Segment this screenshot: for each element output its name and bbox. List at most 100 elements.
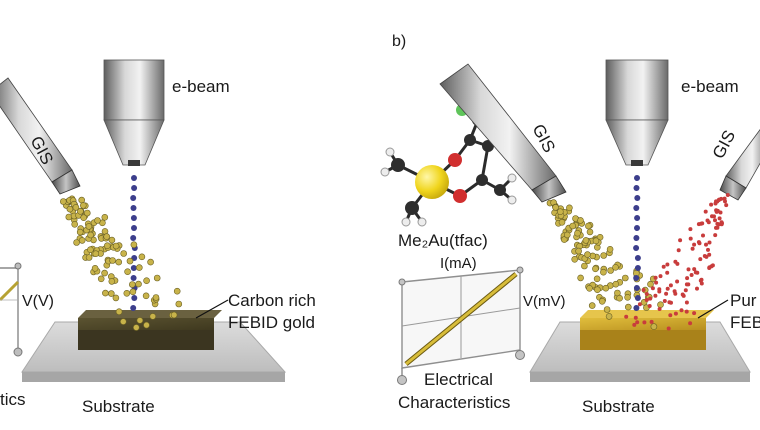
oxygen-particle — [685, 276, 690, 281]
precursor-particle — [108, 278, 116, 285]
precursor-particle — [115, 258, 122, 266]
precursor-particle — [592, 237, 600, 245]
precursor-particle — [592, 265, 599, 273]
electron-dot — [130, 215, 137, 221]
oxygen-particle — [723, 199, 727, 204]
precursor-particle — [77, 208, 84, 215]
left-ebeam-label: e-beam — [172, 77, 230, 96]
precursor-particle — [586, 228, 594, 236]
oxygen-particle — [642, 320, 647, 325]
precursor-particle — [120, 318, 127, 325]
oxygen-particle — [641, 288, 646, 292]
oxygen-particle — [713, 233, 718, 238]
right-gis-right-label: GIS — [709, 127, 740, 162]
left-ebeam-column — [103, 59, 165, 166]
left-substrate-label: Substrate — [82, 397, 155, 416]
oxygen-particle — [676, 248, 681, 253]
precursor-particle — [577, 274, 584, 282]
oxygen-particle — [698, 257, 703, 262]
oxygen-particle — [707, 240, 712, 245]
precursor-particle — [112, 294, 120, 302]
precursor-particle — [607, 267, 614, 274]
precursor-particle — [72, 204, 80, 211]
precursor-particle — [585, 222, 592, 230]
oxygen-particle — [624, 314, 629, 319]
precursor-particle — [78, 237, 86, 244]
oxygen-particle — [665, 286, 670, 291]
oxygen-particle — [673, 259, 678, 264]
oxygen-particle — [668, 283, 673, 288]
electron-dot — [130, 265, 137, 271]
electron-dot — [130, 195, 137, 201]
precursor-particle — [85, 223, 93, 230]
oxygen-particle — [684, 300, 689, 305]
electron-dot — [633, 285, 640, 291]
precursor-particle — [109, 257, 116, 264]
oxygen-particle — [699, 277, 704, 282]
precursor-particle — [80, 202, 87, 209]
precursor-particle — [130, 241, 138, 248]
oxygen-particle — [661, 264, 666, 269]
electron-dot — [633, 235, 640, 241]
electron-dot — [633, 185, 640, 191]
left-deposit-label-line1: Carbon rich — [228, 291, 316, 310]
oxygen-particle — [662, 299, 667, 303]
oxygen-particle — [699, 281, 704, 286]
precursor-particle — [569, 222, 577, 230]
precursor-particle — [577, 217, 584, 224]
precursor-particle — [556, 208, 564, 215]
precursor-particle — [112, 242, 120, 250]
electron-dot — [633, 275, 640, 281]
oxygen-particle — [632, 322, 637, 327]
oxygen-particle — [686, 282, 691, 287]
right-axis-v-label: V(mV) — [523, 293, 566, 310]
precursor-particle — [120, 250, 127, 257]
oxygen-particle — [637, 302, 642, 307]
oxygen-particle — [653, 293, 658, 298]
right-electron-beam — [633, 175, 641, 311]
oxygen-particle — [688, 321, 693, 326]
oxygen-particle — [720, 221, 724, 226]
oxygen-particle — [675, 279, 680, 284]
oxygen-particle — [678, 238, 683, 243]
oxygen-particle — [717, 216, 722, 221]
oxygen-particle — [713, 218, 717, 223]
right-substrate-label: Substrate — [582, 397, 655, 416]
precursor-particle — [657, 301, 664, 309]
right-deposit-label-line2: FEB — [730, 313, 760, 332]
precursor-particle — [85, 254, 93, 261]
oxygen-particle — [657, 289, 662, 294]
left-iv-plot — [0, 262, 23, 357]
oxygen-particle — [706, 220, 711, 225]
oxygen-particle — [725, 193, 730, 197]
right-deposit-label-line1: Pur — [730, 291, 757, 310]
oxygen-particle — [714, 225, 718, 230]
electron-dot — [633, 305, 640, 311]
oxygen-particle — [683, 288, 688, 293]
oxygen-particle — [635, 320, 640, 325]
oxygen-particle — [657, 307, 662, 311]
precursor-particle — [71, 221, 78, 228]
precursor-particle — [584, 251, 591, 258]
precursor-particle — [624, 293, 631, 301]
right-precursor-spray — [546, 199, 664, 330]
electron-dot — [634, 295, 641, 301]
precursor-particle — [574, 229, 581, 237]
precursor-particle — [152, 294, 160, 301]
oxygen-particle — [714, 199, 718, 204]
precursor-particle — [94, 217, 101, 224]
electron-dot — [634, 265, 641, 271]
oxygen-particle — [649, 319, 654, 324]
left-deposit-pointer — [195, 299, 229, 319]
precursor-particle — [593, 275, 601, 283]
oxygen-particle — [703, 209, 708, 214]
precursor-particle — [594, 286, 601, 294]
oxygen-particle — [665, 262, 670, 267]
oxygen-particle — [706, 247, 710, 252]
precursor-particle — [575, 247, 582, 255]
precursor-particle — [87, 231, 94, 239]
precursor-particle — [115, 308, 123, 316]
precursor-particle — [605, 313, 613, 320]
oxygen-particle — [701, 233, 705, 238]
precursor-particle — [571, 255, 579, 263]
